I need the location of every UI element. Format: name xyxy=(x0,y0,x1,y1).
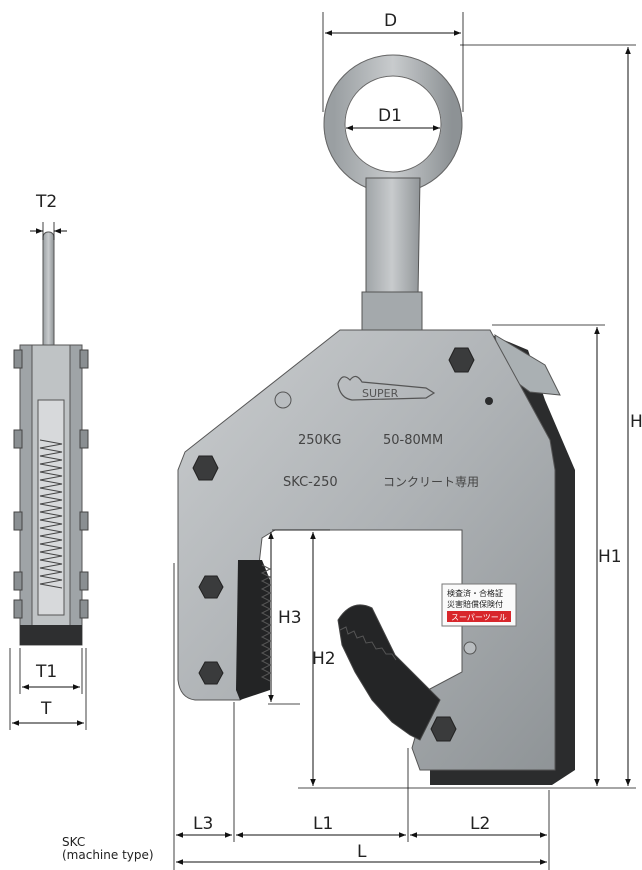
label-d1: D1 xyxy=(378,106,402,126)
hex-bolt xyxy=(448,347,475,373)
dimension-t2: T2 xyxy=(30,192,67,240)
cam-jaw xyxy=(337,604,441,741)
sticker-line-1: 検査済・合格証 xyxy=(447,588,503,598)
dimension-h3: H3 xyxy=(268,532,302,705)
stamp-capacity: 250KG xyxy=(298,433,341,448)
dimension-t1: T1 xyxy=(19,648,83,694)
super-logo: SUPER xyxy=(337,375,436,401)
dimension-l2: L2 xyxy=(410,814,547,838)
label-h1: H1 xyxy=(598,547,622,567)
stamp-usage: コンクリート専用 xyxy=(383,475,479,489)
label-h: H xyxy=(630,412,642,432)
side-view-bottom xyxy=(20,625,82,645)
dimension-h: H xyxy=(460,44,642,786)
rivet xyxy=(463,641,477,655)
label-t1: T1 xyxy=(35,662,57,682)
sticker-line-2: 災害賠償保険付 xyxy=(447,599,503,609)
side-view-bolts xyxy=(13,349,89,619)
hex-bolt xyxy=(198,661,224,685)
side-view-ring-bar xyxy=(42,231,55,363)
label-l2: L2 xyxy=(470,814,490,834)
side-view xyxy=(13,231,89,646)
hex-bolt xyxy=(192,455,219,481)
pin-hole xyxy=(485,397,493,405)
label-h3: H3 xyxy=(278,608,302,628)
dimension-h1: H1 xyxy=(492,324,622,786)
label-l: L xyxy=(357,842,367,862)
caption-model: SKC xyxy=(62,835,86,849)
svg-text:SUPER: SUPER xyxy=(362,387,399,400)
label-l3: L3 xyxy=(193,814,213,834)
label-l1: L1 xyxy=(313,814,333,834)
machine-type-caption: SKC (machine type) xyxy=(62,836,154,862)
dimension-t: T xyxy=(9,648,87,730)
dimension-d: D xyxy=(322,11,464,112)
inspection-sticker: 検査済・合格証 災害賠償保険付 スーパーツール xyxy=(441,583,517,627)
hex-bolt xyxy=(198,575,224,599)
dimension-h2: H2 xyxy=(272,529,336,786)
label-t2: T2 xyxy=(35,192,57,212)
label-t: T xyxy=(40,699,52,719)
side-view-spring xyxy=(39,439,63,589)
dimension-l: L xyxy=(176,842,547,865)
caption-type: (machine type) xyxy=(62,848,154,862)
stamp-model: SKC-250 xyxy=(283,475,338,490)
stamp-jaw-range: 50-80MM xyxy=(383,433,443,448)
hex-bolt xyxy=(430,716,457,742)
sticker-brand: スーパーツール xyxy=(451,613,507,622)
rivet xyxy=(274,391,292,409)
gripper-pad xyxy=(236,560,272,700)
dimension-l3: L3 xyxy=(176,814,232,838)
dimension-d1: D1 xyxy=(346,106,440,131)
label-h2: H2 xyxy=(312,649,336,669)
dimension-l1: L1 xyxy=(236,814,406,838)
hex-bolts xyxy=(192,347,475,742)
front-view-clamp: SUPER 250KG 50-80MM SKC-250 コンクリート専用 検査済… xyxy=(177,54,575,785)
label-d: D xyxy=(384,11,397,31)
